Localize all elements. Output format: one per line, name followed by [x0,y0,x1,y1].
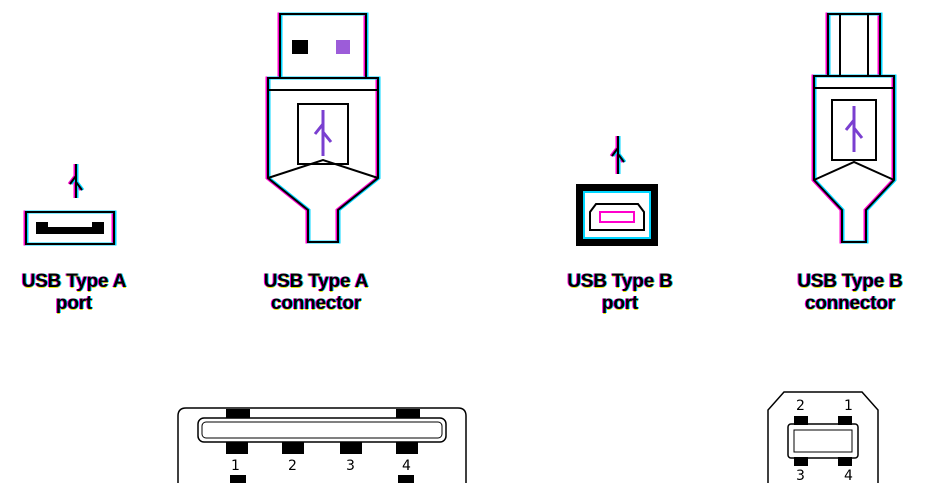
pin-label: 1 [231,458,240,474]
usb-type-b-port-icon [576,136,658,246]
usb-type-b-port-figure [568,128,668,258]
pin-label: 4 [844,468,853,483]
usb-type-b-connector-icon [811,12,897,244]
pin-label: 4 [402,458,411,474]
usb-trident-icon [313,110,333,156]
usb-type-b-pinout: 2 1 3 4 [764,388,884,483]
caption-line-2: connector [804,293,896,314]
usb-type-a-port-figure [18,156,128,256]
pin-label: 3 [796,468,805,483]
caption-line-2: port [55,293,93,314]
usb-type-a-connector-caption: USB Type A connector [236,271,396,315]
usb-type-b-connector-caption: USB Type B connector [770,271,930,315]
caption-line-2: connector [270,293,362,314]
pin-label: 3 [346,458,355,474]
usb-type-b-port-caption: USB Type B port [540,271,700,315]
caption-line-1: USB Type A [21,271,127,292]
caption-line-1: USB Type B [567,271,673,292]
pin-label: 2 [796,398,805,414]
caption-line-1: USB Type B [797,271,903,292]
usb-type-b-connector-figure [800,10,900,250]
usb-trident-icon [844,106,864,152]
usb-type-b-pinout-diagram: 2 1 3 4 [767,391,879,483]
pin-label: 2 [288,458,297,474]
usb-trident-icon [67,164,85,198]
usb-type-a-port-caption: USB Type A port [4,271,144,315]
pin-label: 1 [844,398,853,414]
usb-type-a-connector-icon [265,12,381,244]
caption-line-1: USB Type A [263,271,369,292]
usb-type-a-connector-figure [258,10,388,250]
usb-type-a-pinout: 1 2 3 4 [174,404,470,483]
usb-type-a-pinout-diagram: 1 2 3 4 [177,407,467,483]
usb-type-a-port-icon [23,164,117,246]
caption-line-2: port [601,293,639,314]
usb-trident-icon [609,136,627,174]
